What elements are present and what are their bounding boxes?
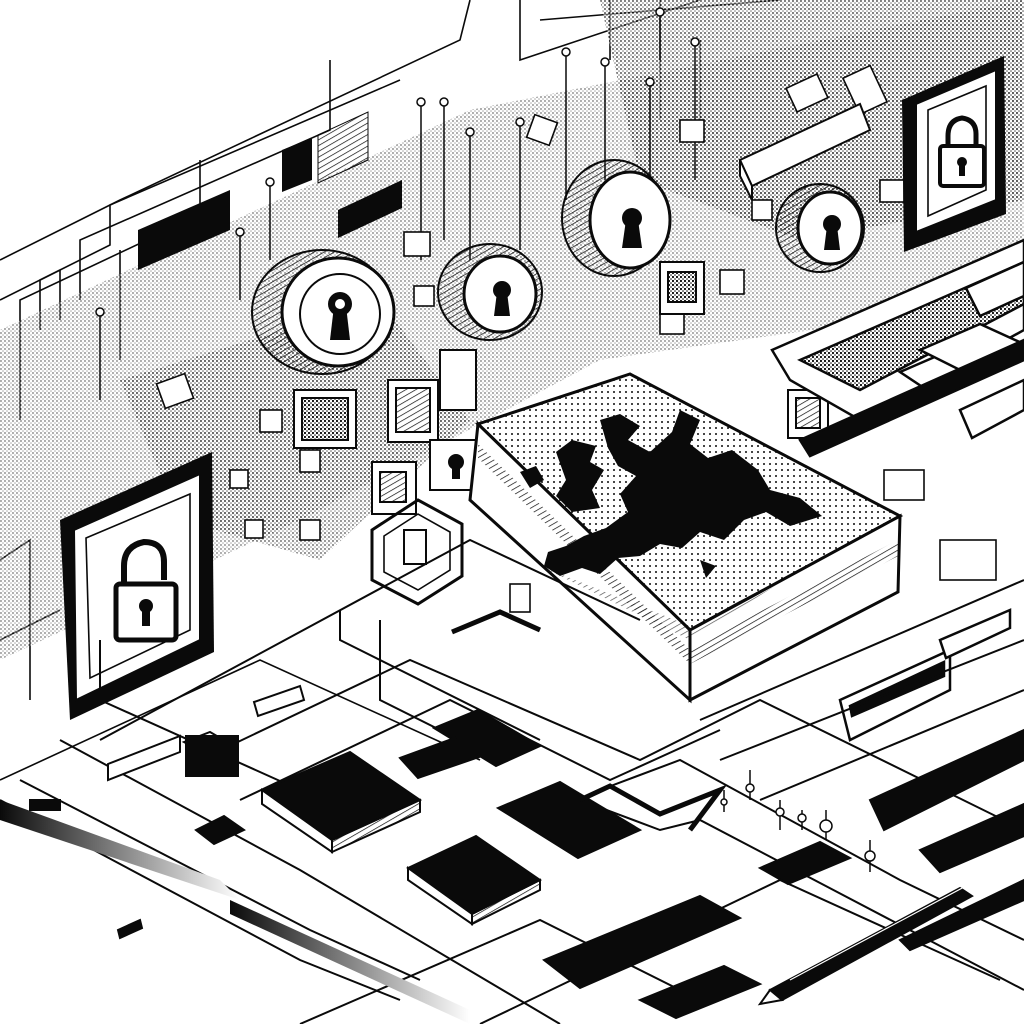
europe-map [520,410,822,578]
keyhole-icon [328,292,352,340]
keyhole-disc [251,249,396,375]
keyhole-disc [561,159,672,277]
dangling-cables [95,7,700,400]
padlock-icon [113,538,179,643]
keyhole-disc [437,243,543,341]
keyhole-icon [448,454,464,479]
keyhole-icon [823,215,841,250]
isometric-bar [738,102,872,201]
keyhole-icon [493,281,511,316]
server-racks [770,238,1024,742]
hexagon-frame [370,498,464,606]
pen-icon [757,885,974,1006]
header-bars [138,111,402,270]
map-platform [468,372,904,704]
keyhole-icon [622,208,642,248]
padlock-icon [938,115,986,188]
floor-chips [0,684,1024,1024]
padlock-screen-right [902,56,1006,252]
pin-markers [720,770,876,872]
bracket-connectors [451,609,728,832]
padlock-screen-left [60,452,214,720]
keyhole-disc [775,183,865,273]
